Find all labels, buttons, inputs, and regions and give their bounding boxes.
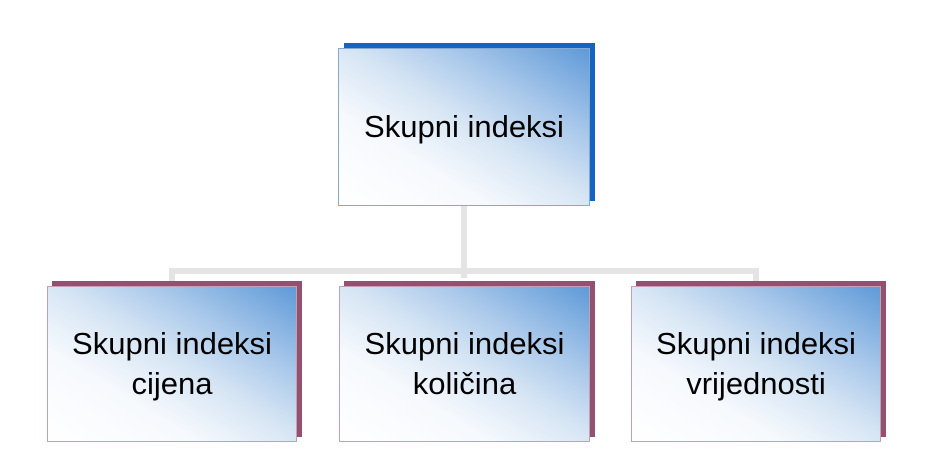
child-node-prices-line1: Skupni indeksi	[72, 326, 272, 361]
child-node-prices-line2: cijena	[131, 366, 213, 401]
child-node-values-line2: vrijednosti	[686, 366, 826, 401]
connector-root-vertical	[461, 206, 467, 278]
root-node-label: Skupni indeksi	[364, 109, 564, 144]
child-node-quantities[interactable]: Skupni indeksi količina	[339, 286, 590, 442]
connector-left-drop	[169, 268, 175, 282]
child-node-quantities-line1: Skupni indeksi	[364, 326, 565, 361]
connector-horizontal-bar	[169, 268, 759, 274]
child-node-prices[interactable]: Skupni indeksi cijena	[47, 286, 297, 442]
connector-right-drop	[753, 268, 759, 282]
child-node-values[interactable]: Skupni indeksi vrijednosti	[631, 286, 881, 442]
root-node[interactable]: Skupni indeksi	[338, 48, 590, 206]
child-node-values-line1: Skupni indeksi	[656, 326, 856, 361]
child-node-quantities-line2: količina	[412, 366, 517, 401]
